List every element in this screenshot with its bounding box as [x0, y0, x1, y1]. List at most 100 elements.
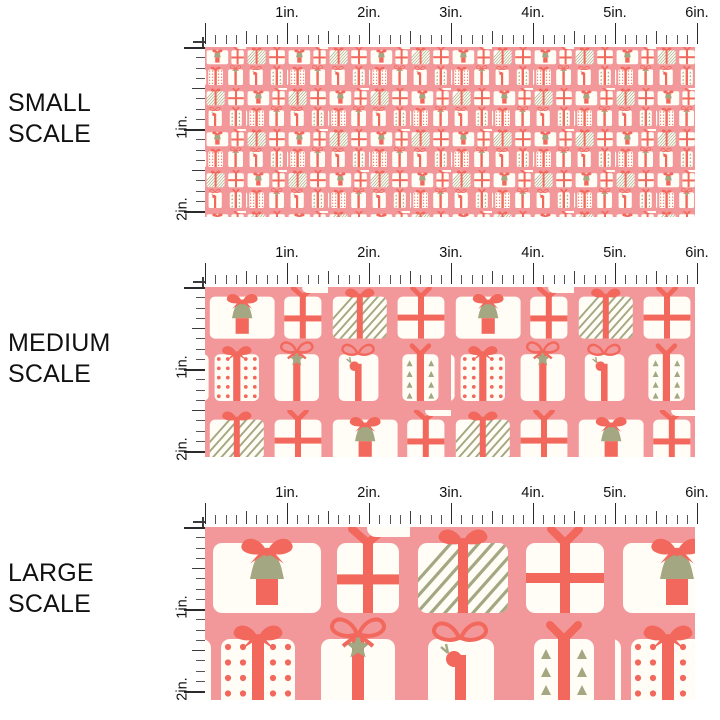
pattern-tile [410, 129, 451, 170]
fabric-swatch-medium [205, 287, 695, 457]
ruler-tick [225, 35, 227, 44]
ruler-tick-inch [533, 263, 535, 284]
ruler-tick [635, 515, 637, 524]
pattern-tile [451, 129, 492, 170]
fabric-swatch-small [205, 47, 695, 217]
pattern-tile [369, 170, 410, 211]
ruler-tick [196, 639, 205, 641]
ruler-tick [192, 170, 205, 171]
ruler-tick [594, 275, 596, 284]
ruler-tick [625, 35, 627, 44]
ruler-tick [215, 515, 217, 524]
ruler-tick [574, 271, 575, 284]
pattern-tile [615, 129, 656, 170]
ruler-tick [196, 67, 205, 69]
ruler-tick [512, 275, 514, 284]
ruler-tick [317, 35, 319, 44]
pattern-tile [205, 527, 410, 700]
pattern-tile [533, 47, 574, 88]
ruler-tick [196, 588, 205, 590]
ruler-label-inch: 2in. [357, 5, 381, 21]
ruler-tick [266, 35, 268, 44]
ruler-tick [196, 159, 205, 161]
pattern-tile [410, 211, 451, 217]
pattern-tile [246, 211, 287, 217]
pattern-tile [328, 88, 369, 129]
pattern-tile [205, 47, 246, 88]
ruler-end-stub [201, 277, 204, 287]
ruler-label-inch: 6in. [685, 5, 709, 21]
ruler-tick [276, 515, 278, 524]
ruler-label-inch: 4in. [521, 5, 545, 21]
ruler-tick [584, 275, 586, 284]
ruler-tick-inch [697, 263, 699, 284]
pattern-tile [492, 211, 533, 217]
pattern-tile [287, 211, 328, 217]
ruler-tick [553, 515, 555, 524]
ruler-tick [235, 35, 237, 44]
ruler-tick [430, 275, 432, 284]
ruler-tick [604, 515, 606, 524]
pattern-tile [615, 88, 656, 129]
ruler-tick [461, 515, 463, 524]
pattern-tile [533, 170, 574, 211]
pattern-tile [492, 129, 533, 170]
ruler-tick [522, 515, 524, 524]
ruler-tick [656, 511, 657, 524]
ruler-tick-inch [184, 369, 205, 371]
pattern-tile [410, 527, 615, 700]
ruler-tick [399, 515, 401, 524]
ruler-tick-inch [205, 263, 207, 284]
ruler-tick [676, 515, 678, 524]
ruler-label-inch: 3in. [439, 245, 463, 261]
ruler-tick [196, 578, 205, 580]
ruler-tick [196, 557, 205, 559]
ruler-tick [420, 275, 422, 284]
pattern-tile [287, 47, 328, 88]
ruler-tick [543, 275, 545, 284]
ruler-tick [676, 35, 678, 44]
ruler-tick [635, 275, 637, 284]
pattern-tile [656, 129, 695, 170]
ruler-tick [246, 271, 247, 284]
ruler-tick [471, 515, 473, 524]
ruler-tick [196, 149, 205, 151]
ruler-tick [196, 660, 205, 662]
pattern-tile [656, 88, 695, 129]
ruler-tick [379, 515, 381, 524]
pattern-tile [328, 211, 369, 217]
pattern-tile [451, 211, 492, 217]
pattern-tile [533, 211, 574, 217]
ruler-tick [471, 275, 473, 284]
pattern-tile [205, 129, 246, 170]
ruler-tick [196, 537, 205, 539]
pattern-tile [574, 88, 615, 129]
ruler-tick [196, 297, 205, 299]
scale-label-small: SMALL SCALE [8, 89, 91, 148]
pattern-tile [205, 170, 246, 211]
ruler-tick [235, 275, 237, 284]
ruler-tick [656, 31, 657, 44]
ruler-label-inch: 1in. [174, 355, 190, 379]
ruler-tick [604, 275, 606, 284]
ruler-tick-inch [184, 47, 205, 49]
ruler-tick [196, 430, 205, 432]
ruler-label-inch: 3in. [439, 5, 463, 21]
panel-medium-scale: MEDIUM SCALE 1in.2in.3in.4in.5in.6in. 1i… [0, 240, 720, 480]
ruler-tick [512, 35, 514, 44]
ruler-tick [635, 35, 637, 44]
ruler-tick [276, 35, 278, 44]
ruler-tick [246, 31, 247, 44]
pattern-tile [205, 88, 246, 129]
ruler-tick [348, 515, 350, 524]
ruler-label-inch: 2in. [357, 485, 381, 501]
pattern-tile [451, 410, 574, 457]
ruler-tick [196, 389, 205, 391]
ruler-tick [192, 88, 205, 89]
pattern-tile [328, 129, 369, 170]
ruler-tick [379, 35, 381, 44]
ruler-tick [666, 515, 668, 524]
pattern-tile [369, 211, 410, 217]
ruler-tick [645, 275, 647, 284]
ruler-tick [563, 275, 565, 284]
